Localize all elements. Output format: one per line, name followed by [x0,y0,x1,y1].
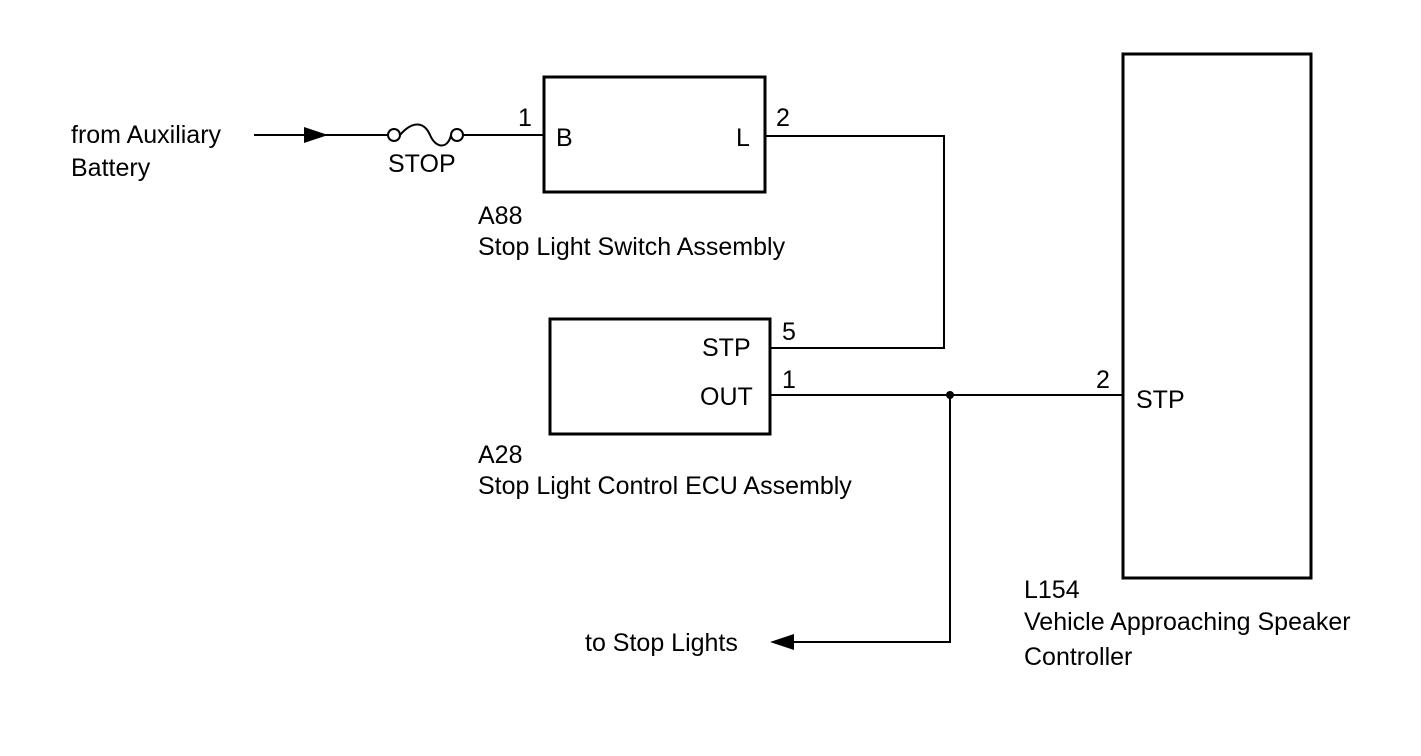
speaker-pin-stp-label: STP [1136,386,1185,414]
arrow-left-icon [770,634,794,650]
switch-code: A88 [478,202,522,230]
fuse-icon [387,123,464,147]
speaker-controller-box [1121,52,1313,580]
speaker-pin-stp-number: 2 [1096,366,1110,394]
switch-pin-l-label: L [736,124,750,152]
speaker-code: L154 [1024,576,1080,604]
speaker-name-line2: Controller [1024,643,1132,671]
wire-junction-to-stop-lights [790,395,951,643]
switch-pin-b-label: B [556,124,573,152]
ecu-pin-stp-label: STP [702,334,751,362]
stop-light-switch-box [542,75,767,194]
switch-name: Stop Light Switch Assembly [478,233,786,261]
speaker-name-line1: Vehicle Approaching Speaker [1024,608,1351,636]
source-label-line2: Battery [71,154,151,182]
source-label-line1: from Auxiliary [71,121,222,149]
ecu-pin-out-number: 1 [782,366,796,394]
fuse-label: STOP [388,150,456,178]
arrow-right-icon [304,127,328,143]
ecu-code: A28 [478,441,522,469]
switch-pin-l-number: 2 [776,104,790,132]
destination-label: to Stop Lights [585,629,738,657]
ecu-pin-stp-number: 5 [782,318,796,346]
switch-pin-b-number: 1 [518,104,532,132]
stop-light-ecu-box [548,317,772,436]
wire-switch-to-ecu [765,135,945,349]
ecu-name: Stop Light Control ECU Assembly [478,472,852,500]
ecu-pin-out-label: OUT [700,383,753,411]
